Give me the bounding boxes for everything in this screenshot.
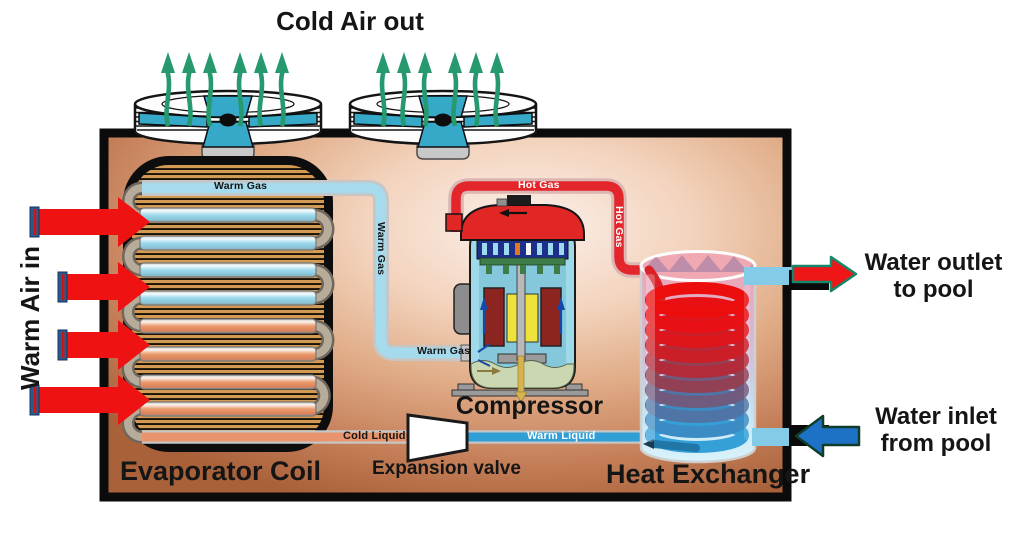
coil-tubes	[139, 207, 317, 417]
evaporator-coil-label: Evaporator Coil	[120, 456, 322, 486]
compressor-label: Compressor	[455, 392, 604, 420]
hot-gas-horizontal-label: Hot Gas	[518, 179, 560, 191]
expansion-valve	[406, 413, 469, 463]
water-inlet-arrow	[794, 414, 861, 458]
water-outlet-line2: to pool	[893, 275, 974, 303]
warm-gas-top-label: Warm Gas	[214, 180, 268, 192]
expansion-valve-label: Expansion valve	[372, 458, 521, 479]
heat-exchanger-label: Heat Exchanger	[606, 459, 811, 489]
warm-gas-vertical-label: Warm Gas	[374, 222, 387, 276]
compressor	[445, 195, 589, 403]
u-bends	[121, 181, 335, 444]
warm-gas-pipe	[142, 180, 471, 361]
hot-gas-pipe	[448, 178, 656, 278]
water-outlet-label: Water outlet to pool	[856, 249, 1011, 304]
hot-gas-vertical-label: Hot Gas	[612, 206, 625, 248]
exchanger-coil	[645, 282, 749, 453]
water-outlet-arrow	[791, 255, 858, 293]
water-inlet-label: Water inlet from pool	[856, 403, 1016, 458]
evaporator-coil	[121, 156, 335, 452]
cold-liquid-label: Cold Liquid	[343, 430, 406, 442]
water-inlet-line1: Water inlet	[875, 403, 997, 430]
warm-gas-inlet-label: Warm Gas	[417, 345, 471, 357]
water-inlet-line2: from pool	[880, 429, 992, 457]
warm-liquid-label: Warm Liquid	[527, 430, 596, 442]
heat-exchanger	[639, 250, 757, 464]
cold-air-out-label: Cold Air out	[276, 6, 424, 36]
water-outlet-line1: Water outlet	[864, 249, 1003, 276]
warm-air-in-label: Warm Air in	[15, 246, 45, 390]
